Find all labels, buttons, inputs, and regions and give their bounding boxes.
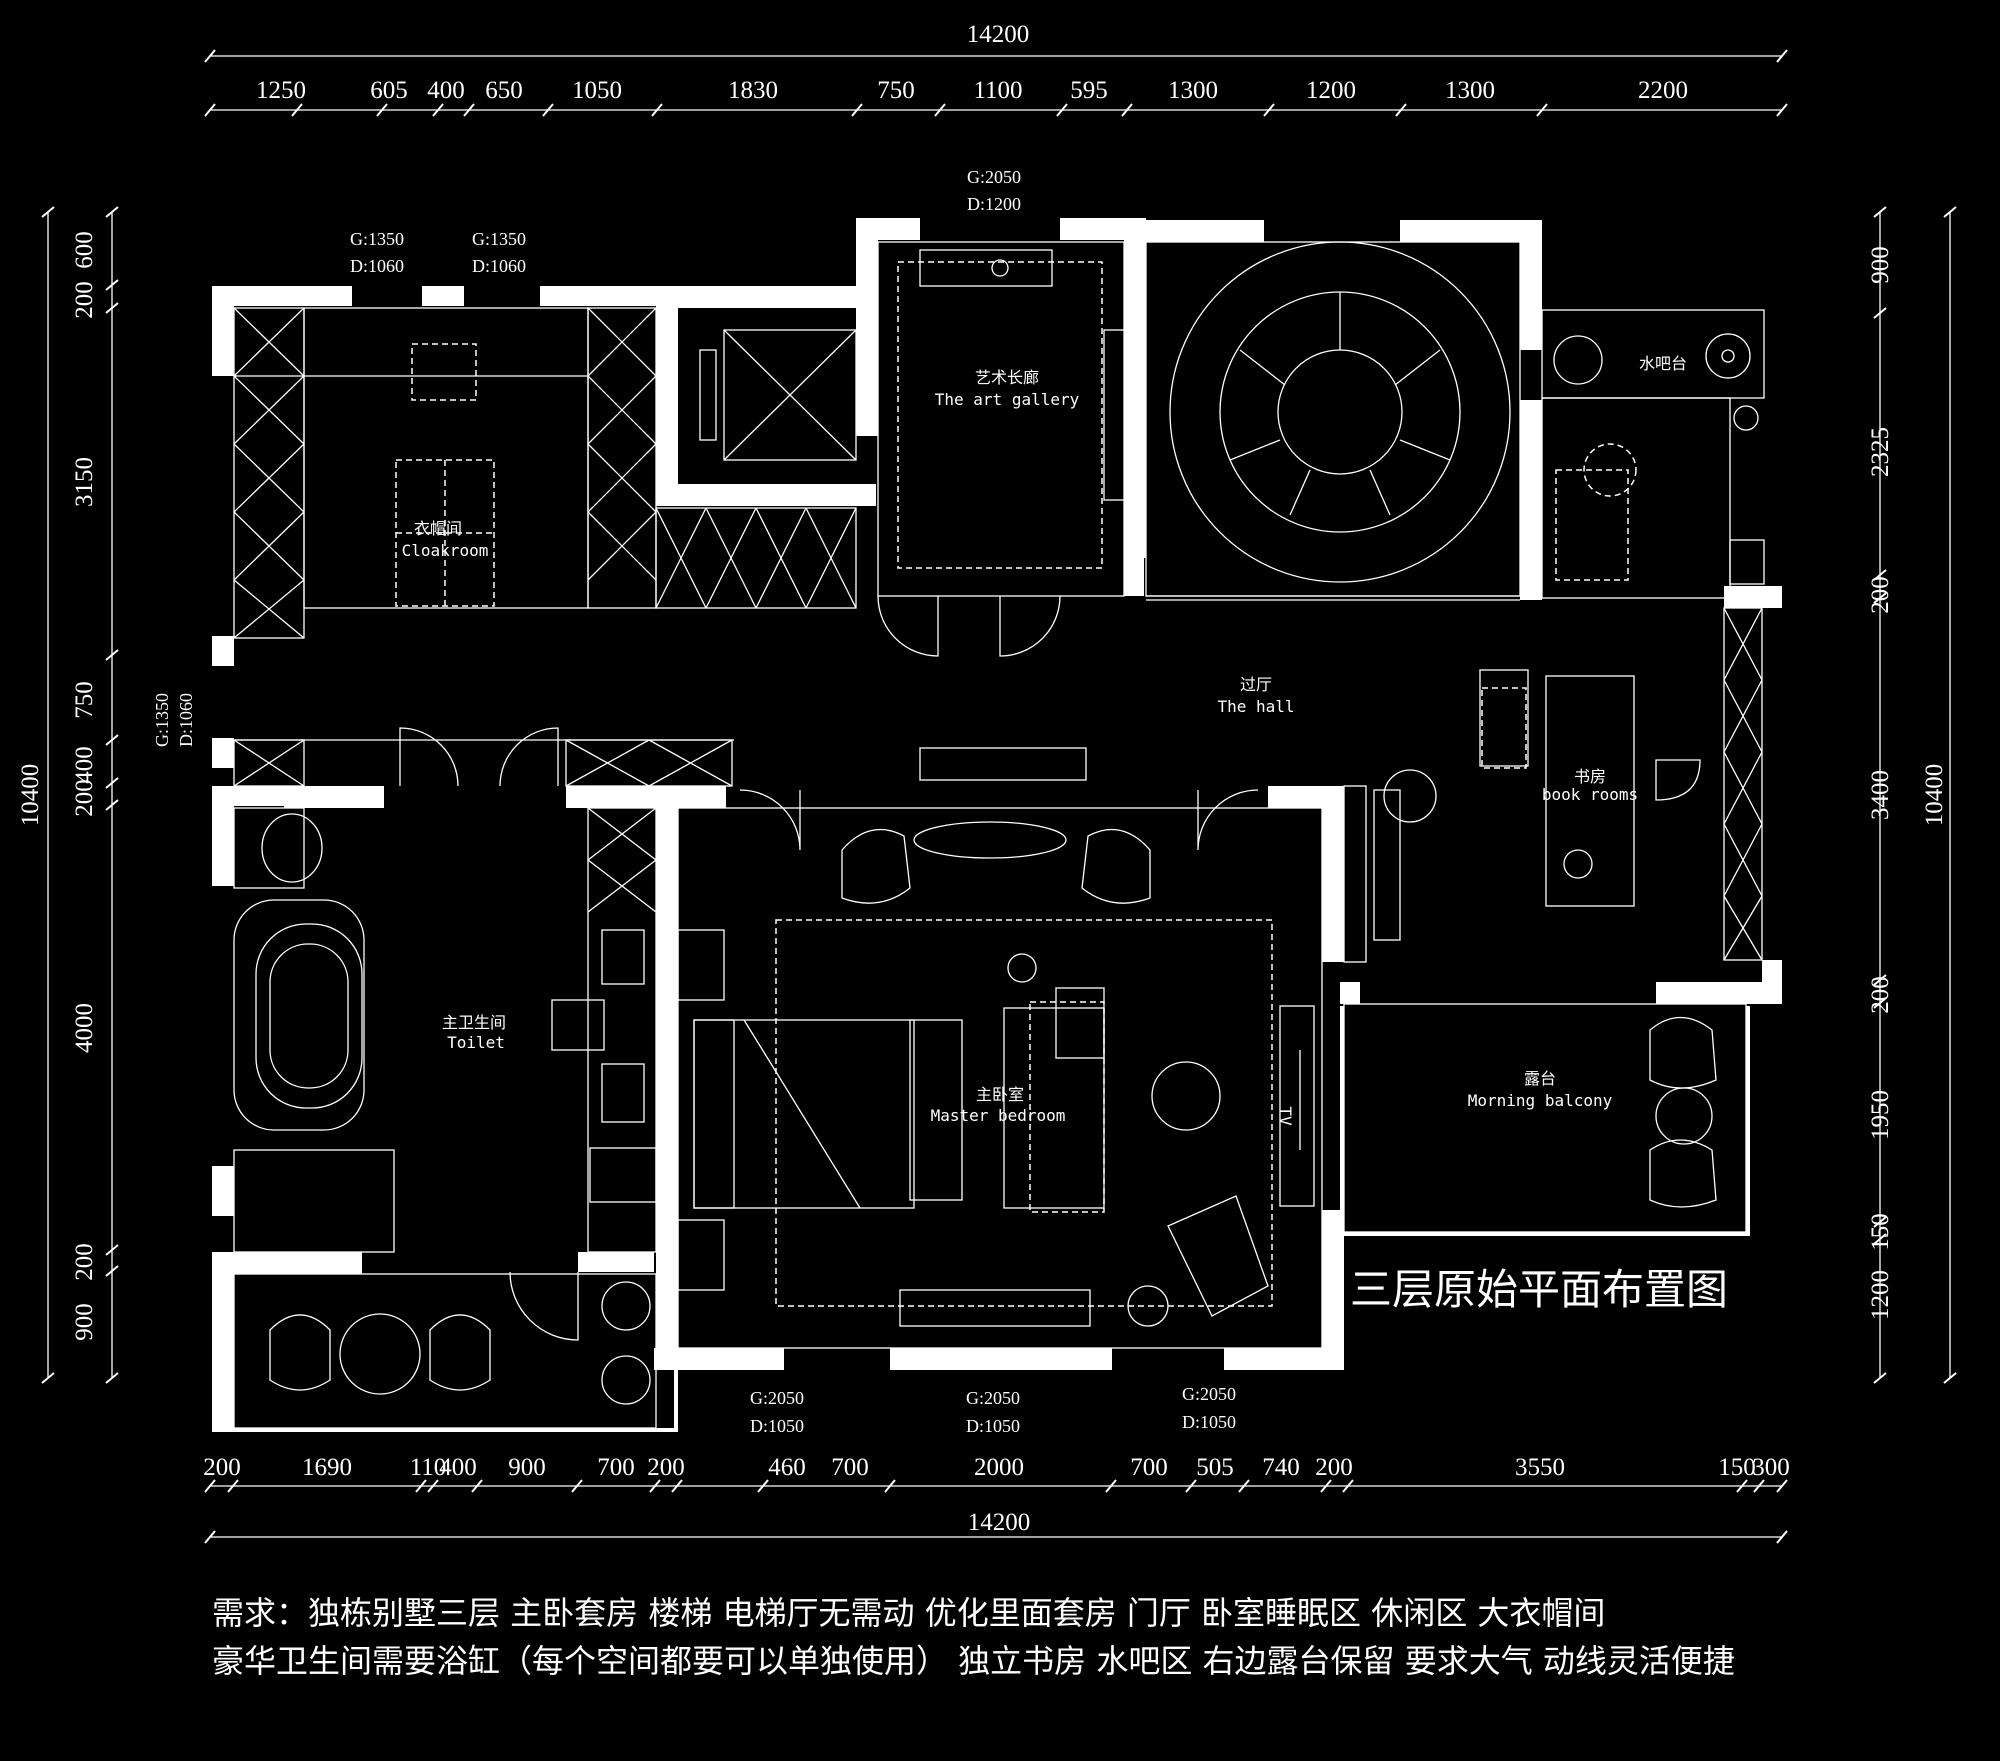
top-dim: 1300 [1168, 77, 1218, 104]
top-dim: 605 [370, 77, 408, 104]
bottom-dim: 3550 [1515, 1454, 1565, 1481]
left-opening-d: D:1060 [176, 693, 196, 747]
right-dimension-lines: 10400 900 2325 200 3400 200 1950 150 120… [1867, 206, 1957, 1384]
left-dim: 900 [71, 1303, 98, 1341]
opening-g: G:1350 [472, 229, 526, 249]
left-dimension-lines: 10400 600 200 3150 750 400 200 4000 200 … [17, 206, 196, 1384]
opening-g: G:2050 [1182, 1384, 1236, 1404]
toilet-cn: 主卫生间 [442, 1013, 506, 1032]
left-total-dim: 10400 [17, 764, 44, 827]
opening-labels: G:1350 D:1060 G:1350 D:1060 G:2050 D:120… [350, 167, 1236, 1436]
left-opening-g: G:1350 [152, 693, 172, 747]
opening-g: G:1350 [350, 229, 404, 249]
right-dim: 1950 [1867, 1090, 1894, 1140]
opening-d: D:1060 [472, 256, 526, 276]
top-total-dim: 14200 [967, 21, 1030, 48]
requirements-line-1: 需求：独栋别墅三层 主卧套房 楼梯 电梯厅无需动 优化里面套房 门厅 卧室睡眠区… [212, 1594, 1605, 1632]
right-dim: 200 [1867, 576, 1894, 614]
requirements-line-2: 豪华卫生间需要浴缸（每个空间都要可以单独使用） 独立书房 水吧区 右边露台保留 … [212, 1642, 1735, 1680]
cloakroom-en: Cloakroom [402, 541, 489, 560]
left-dim: 200 [71, 1243, 98, 1281]
bottom-dim: 460 [768, 1454, 806, 1481]
bottom-dim: 700 [831, 1454, 869, 1481]
opening-d: D:1060 [350, 256, 404, 276]
bottom-total-dim: 14200 [968, 1509, 1031, 1536]
right-dim: 150 [1867, 1213, 1894, 1251]
bottom-dim: 740 [1262, 1454, 1300, 1481]
bottom-dim: 400 [439, 1454, 477, 1481]
gallery-cn: 艺术长廊 [975, 368, 1039, 387]
toilet-en: Toilet [447, 1033, 505, 1052]
bottom-dim: 110 [410, 1454, 447, 1481]
master-en: Master bedroom [931, 1106, 1066, 1125]
top-dim: 400 [427, 77, 465, 104]
left-dim: 750 [71, 681, 98, 719]
opening-g: G:2050 [966, 1388, 1020, 1408]
balcony-en: Morning balcony [1468, 1091, 1613, 1110]
room-labels: 衣帽间 Cloakroom 艺术长廊 The art gallery 水吧台 过… [402, 354, 1687, 1126]
bottom-dim: 200 [647, 1454, 685, 1481]
opening-d: D:1050 [966, 1416, 1020, 1436]
plan-title: 三层原始平面布置图 [1350, 1265, 1728, 1314]
bottom-dim: 900 [508, 1454, 546, 1481]
top-dim: 1250 [256, 77, 306, 104]
top-dim: 750 [877, 77, 915, 104]
bottom-dim: 300 [1752, 1454, 1790, 1481]
right-dim: 3400 [1867, 770, 1894, 820]
bottom-dimension-lines: 200 1690 110 400 900 700 200 460 700 200… [203, 1454, 1790, 1544]
left-dim: 200 [71, 281, 98, 319]
bottom-dim: 200 [203, 1454, 241, 1481]
bottom-dim: 700 [1130, 1454, 1168, 1481]
gallery-en: The art gallery [935, 390, 1080, 409]
furniture-dashed [395, 343, 1637, 1213]
bottom-dim: 2000 [974, 1454, 1024, 1481]
opening-g: G:2050 [967, 167, 1021, 187]
right-dim: 1200 [1867, 1270, 1894, 1320]
cloakroom-cn: 衣帽间 [414, 519, 462, 538]
top-dim: 1050 [572, 77, 622, 104]
top-dim: 1300 [1445, 77, 1495, 104]
hall-cn: 过厅 [1240, 675, 1272, 694]
bottom-dim: 1690 [302, 1454, 352, 1481]
right-total-dim: 10400 [1921, 764, 1948, 827]
book-en: book rooms [1542, 785, 1638, 804]
left-dim: 400 [71, 746, 98, 784]
bottom-dim: 150 [1718, 1454, 1756, 1481]
opening-g: G:2050 [750, 1388, 804, 1408]
left-dim: 4000 [71, 1003, 98, 1053]
opening-d: D:1050 [1182, 1412, 1236, 1432]
tv-label: TV [1276, 1106, 1295, 1126]
right-dim: 2325 [1867, 427, 1894, 477]
top-dimension-lines: 14200 1250 605 400 650 1050 1830 750 110… [204, 21, 1788, 117]
top-dim: 1830 [728, 77, 778, 104]
water-bar-cn: 水吧台 [1639, 354, 1687, 373]
bottom-dim: 200 [1315, 1454, 1353, 1481]
top-dim: 1200 [1306, 77, 1356, 104]
bottom-dim: 700 [597, 1454, 635, 1481]
balcony-cn: 露台 [1524, 1069, 1556, 1088]
left-dim: 3150 [71, 457, 98, 507]
top-dim: 2200 [1638, 77, 1688, 104]
right-dim: 200 [1867, 976, 1894, 1014]
opening-d: D:1200 [967, 194, 1021, 214]
master-cn: 主卧室 [976, 1085, 1024, 1104]
left-dim: 600 [71, 231, 98, 269]
hall-en: The hall [1217, 697, 1294, 716]
top-dim: 650 [485, 77, 523, 104]
book-cn: 书房 [1574, 767, 1606, 786]
bottom-dim: 505 [1196, 1454, 1234, 1481]
left-dim: 200 [71, 779, 98, 817]
right-dim: 900 [1867, 246, 1894, 284]
opening-d: D:1050 [750, 1416, 804, 1436]
top-dim: 1100 [973, 77, 1022, 104]
wardrobe-hatches [233, 307, 1763, 961]
top-dim: 595 [1070, 77, 1108, 104]
walls [212, 218, 1782, 1432]
